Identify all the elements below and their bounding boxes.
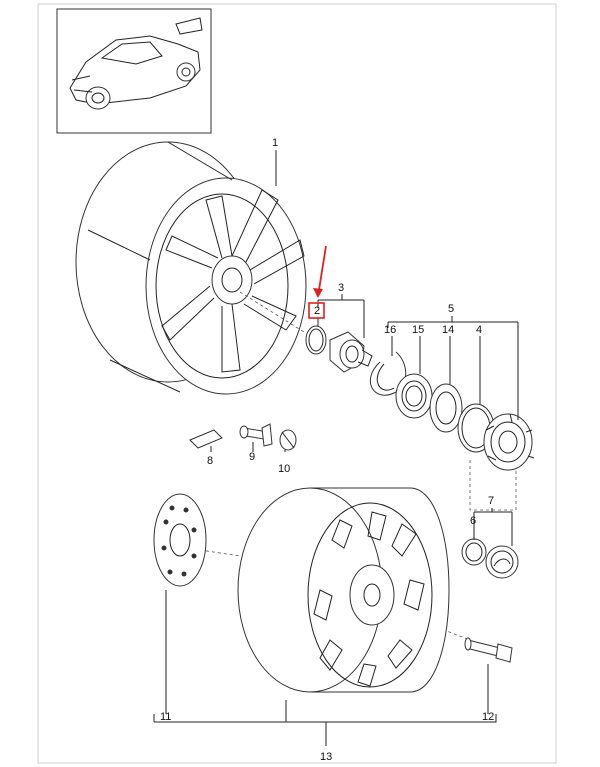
wheel-rim bbox=[75, 141, 307, 395]
wheel-bolt-part-12 bbox=[464, 637, 513, 663]
callout-8: 8 bbox=[207, 455, 213, 467]
callout-4: 4 bbox=[476, 324, 482, 336]
callout-16: 16 bbox=[384, 324, 396, 336]
valve-cap-part-10 bbox=[279, 429, 297, 451]
callout-15: 15 bbox=[412, 324, 424, 336]
callout-3: 3 bbox=[338, 282, 344, 294]
valve-part-8 bbox=[189, 429, 223, 449]
bracket-part-7 bbox=[473, 508, 513, 546]
o-ring-part-6 bbox=[461, 538, 487, 566]
o-ring-part-2 bbox=[305, 325, 327, 355]
valve-stem-part-9 bbox=[239, 423, 273, 447]
bracket-part-5 bbox=[387, 316, 519, 420]
callout-2: 2 bbox=[314, 305, 320, 317]
wheel-spacer-part-11 bbox=[153, 493, 207, 587]
hub-nut-part-3 bbox=[329, 331, 373, 373]
callout-14: 14 bbox=[442, 324, 454, 336]
leader-line bbox=[210, 442, 286, 452]
highlight-box-part-2 bbox=[308, 302, 325, 319]
guide-line bbox=[239, 291, 305, 333]
highlight-arrow bbox=[317, 245, 327, 297]
callout-6: 6 bbox=[470, 515, 476, 527]
central-lock-nut-part-5 bbox=[483, 413, 535, 471]
guide-line bbox=[469, 460, 517, 511]
car-thumbnail bbox=[56, 8, 212, 134]
center-cap-part-7 bbox=[485, 545, 519, 579]
highlight-arrow-head bbox=[313, 288, 323, 298]
callout-12: 12 bbox=[482, 711, 494, 723]
callout-7: 7 bbox=[488, 495, 494, 507]
callout-1: 1 bbox=[272, 137, 278, 149]
callout-9: 9 bbox=[249, 451, 255, 463]
bearing-part-15 bbox=[395, 373, 433, 419]
spare-wheel bbox=[237, 487, 450, 693]
callout-13: 13 bbox=[320, 751, 332, 763]
callout-11: 11 bbox=[160, 711, 171, 723]
washer-part-14 bbox=[429, 383, 463, 433]
bracket-part-3 bbox=[317, 294, 365, 338]
bracket-part-13 bbox=[153, 700, 497, 746]
callout-5: 5 bbox=[448, 303, 454, 315]
callout-10: 10 bbox=[278, 463, 290, 475]
